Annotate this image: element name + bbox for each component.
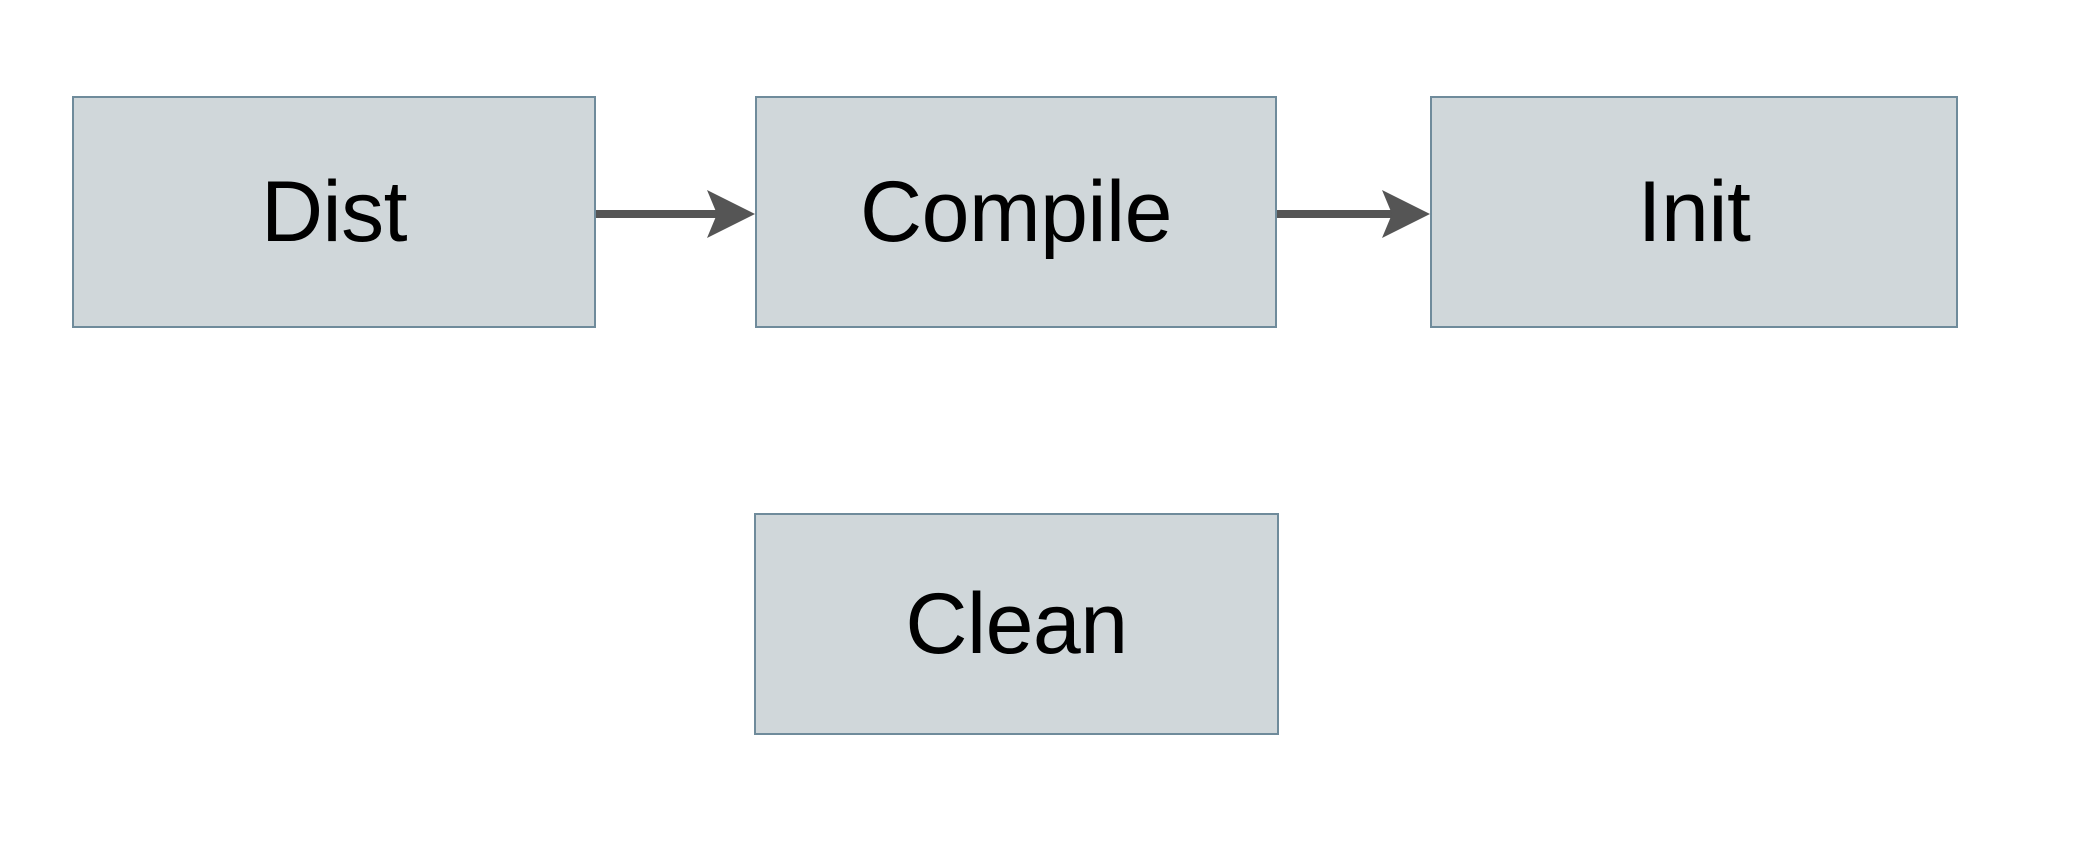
node-init[interactable]: Init — [1430, 96, 1958, 328]
node-compile[interactable]: Compile — [755, 96, 1277, 328]
arrowhead-icon — [707, 190, 755, 238]
node-dist[interactable]: Dist — [72, 96, 596, 328]
node-init-label: Init — [1637, 164, 1751, 260]
edge-dist-to-compile[interactable] — [596, 190, 755, 238]
arrowhead-icon — [1382, 190, 1430, 238]
node-dist-label: Dist — [260, 164, 408, 260]
edge-compile-to-init[interactable] — [1277, 190, 1430, 238]
node-clean-label: Clean — [905, 576, 1128, 672]
node-compile-label: Compile — [860, 164, 1172, 260]
node-clean[interactable]: Clean — [754, 513, 1279, 735]
